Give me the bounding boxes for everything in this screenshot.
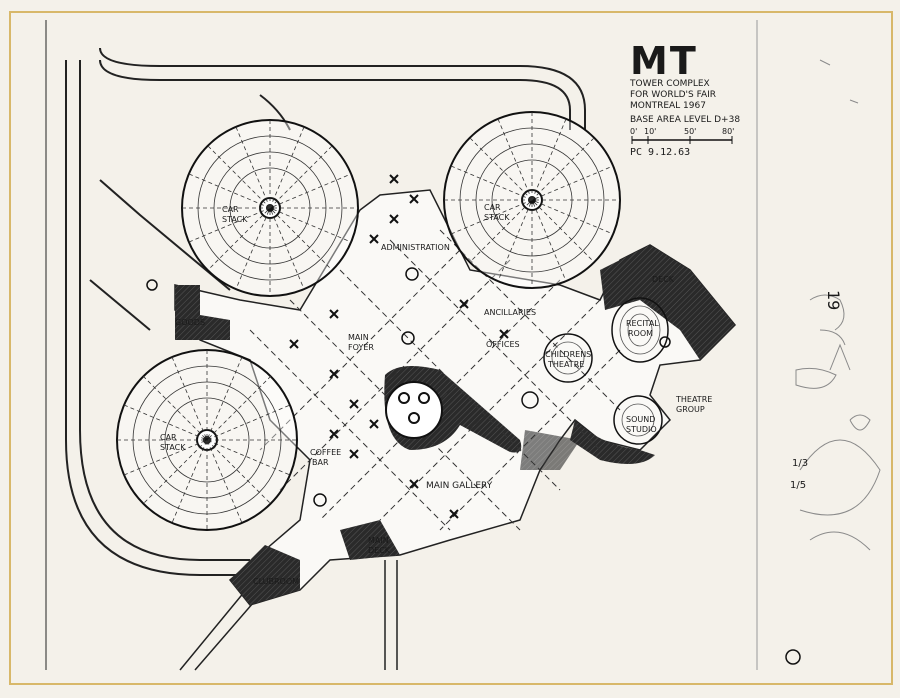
note-19: 19 xyxy=(824,290,843,310)
tower-core xyxy=(385,381,443,439)
label-sound-studio-1: SOUND xyxy=(626,415,655,424)
label-deck: DECK xyxy=(652,275,675,284)
label-childrens-theatre-2: THEATRE xyxy=(547,360,584,369)
logo-mt: MT xyxy=(630,39,698,83)
label-theatre-group-1: THEATRE xyxy=(675,395,712,404)
title-line-2: FOR WORLD'S FAIR xyxy=(630,90,716,100)
drawing-code: PC 9.12.63 xyxy=(630,147,690,158)
label-clubroom: CLUBROOM xyxy=(253,577,299,586)
label-main-foyer-1: MAIN xyxy=(348,333,369,342)
label-main-gallery: MAIN GALLERY xyxy=(426,481,493,491)
label-administration: ADMINISTRATION xyxy=(381,243,450,252)
note-fraction-top: 1/3 xyxy=(792,458,808,469)
pencil-notes: 19 1/3 1/5 xyxy=(790,290,843,491)
label-main-deck-1: MAIN xyxy=(368,536,389,545)
auditoria xyxy=(543,297,669,445)
label-goods: GOODS xyxy=(175,318,205,327)
car-stack-a xyxy=(181,119,359,297)
label-car-stack-b-1: CAR xyxy=(484,203,501,212)
car-stack-c xyxy=(116,349,298,531)
label-coffee-bar-2: BAR xyxy=(312,458,329,467)
lower-road xyxy=(179,560,398,671)
scale-label-0: 0' xyxy=(630,127,637,136)
scale-bar: 0' 10' 50' 80' xyxy=(630,127,734,144)
column-markers xyxy=(289,174,509,519)
label-main-deck-2: DECK xyxy=(368,546,391,555)
room-labels: CAR STACK CAR STACK CAR STACK ADMINISTRA… xyxy=(160,203,712,586)
label-childrens-theatre-1: CHILDRENS xyxy=(545,350,591,359)
note-fraction-bottom: 1/5 xyxy=(790,480,806,491)
pencil-sketches xyxy=(795,59,881,551)
scale-label-80: 80' xyxy=(722,127,734,136)
label-offices: OFFICES xyxy=(486,340,520,349)
title-line-4: BASE AREA LEVEL D+38 xyxy=(630,115,740,125)
label-main-foyer-2: FOYER xyxy=(348,343,374,352)
label-car-stack-c-1: CAR xyxy=(160,433,177,442)
label-recital-room-2: ROOM xyxy=(628,329,653,338)
label-theatre-group-2: GROUP xyxy=(676,405,705,414)
car-stack-b xyxy=(443,111,621,289)
label-car-stack-b-2: STACK xyxy=(484,213,510,222)
title-line-3: MONTREAL 1967 xyxy=(630,101,706,111)
label-car-stack-c-2: STACK xyxy=(160,443,186,452)
label-ancillaries: ANCILLARIES xyxy=(484,308,536,317)
label-car-stack-a-1: CAR xyxy=(222,205,239,214)
title-line-1: TOWER COMPLEX xyxy=(629,79,710,89)
fixtures xyxy=(146,267,801,665)
label-recital-room-1: RECITAL xyxy=(626,319,659,328)
tape-border xyxy=(9,11,893,685)
title-block: MT TOWER COMPLEX FOR WORLD'S FAIR MONTRE… xyxy=(629,39,740,158)
label-sound-studio-2: STUDIO xyxy=(626,425,657,434)
scale-label-50: 50' xyxy=(684,127,696,136)
scale-label-10: 10' xyxy=(644,127,656,136)
diagonal-grid xyxy=(249,229,621,531)
label-car-stack-a-2: STACK xyxy=(222,215,248,224)
access-roads xyxy=(65,47,586,576)
label-coffee-bar-1: COFFEE xyxy=(310,448,341,457)
